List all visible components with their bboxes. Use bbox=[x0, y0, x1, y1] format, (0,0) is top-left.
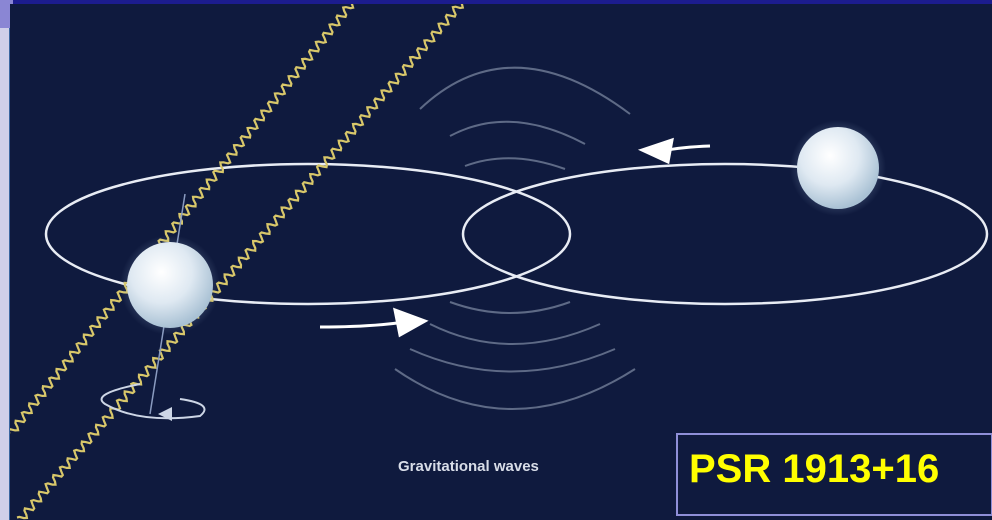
orbit-left bbox=[44, 162, 572, 306]
arrow-left-orbit-head bbox=[393, 307, 429, 338]
arrow-right-orbit-head bbox=[637, 137, 674, 165]
gw-trails bbox=[10, 4, 465, 520]
gw-trail-2 bbox=[16, 4, 465, 520]
spin-loop bbox=[100, 383, 206, 420]
arrow-left-orbit-line bbox=[319, 320, 406, 329]
spin-loop-arrow bbox=[158, 407, 172, 421]
wave-ripples-lower bbox=[394, 301, 636, 410]
wave-ripples-upper bbox=[419, 66, 631, 170]
ripple-lower-4 bbox=[394, 368, 636, 410]
orbits bbox=[44, 162, 989, 306]
gravitational-waves-label: Gravitational waves bbox=[398, 458, 539, 475]
pulsar-star bbox=[120, 235, 220, 335]
slide-corner-accent bbox=[0, 0, 13, 28]
diagram-canvas bbox=[10, 4, 989, 520]
star-right bbox=[790, 120, 886, 216]
orbit-right bbox=[461, 162, 989, 306]
slide-left-rule bbox=[0, 28, 10, 520]
slide-top-rule bbox=[0, 0, 992, 4]
ripple-lower-2 bbox=[429, 323, 601, 345]
ripple-upper-2 bbox=[449, 120, 586, 145]
ripple-upper-1 bbox=[419, 66, 631, 115]
ripple-upper-3 bbox=[464, 157, 566, 170]
pulsar-name-box: PSR 1913+16 bbox=[676, 433, 992, 516]
ripple-lower-3 bbox=[409, 348, 616, 373]
pulsar-name-label: PSR 1913+16 bbox=[689, 447, 940, 491]
ripple-lower-1 bbox=[449, 301, 571, 314]
binary-pulsar-diagram: Gravitational waves PSR 1913+16 bbox=[10, 4, 992, 520]
gw-trail-1 bbox=[10, 4, 355, 434]
orbit-arrows bbox=[319, 137, 711, 338]
